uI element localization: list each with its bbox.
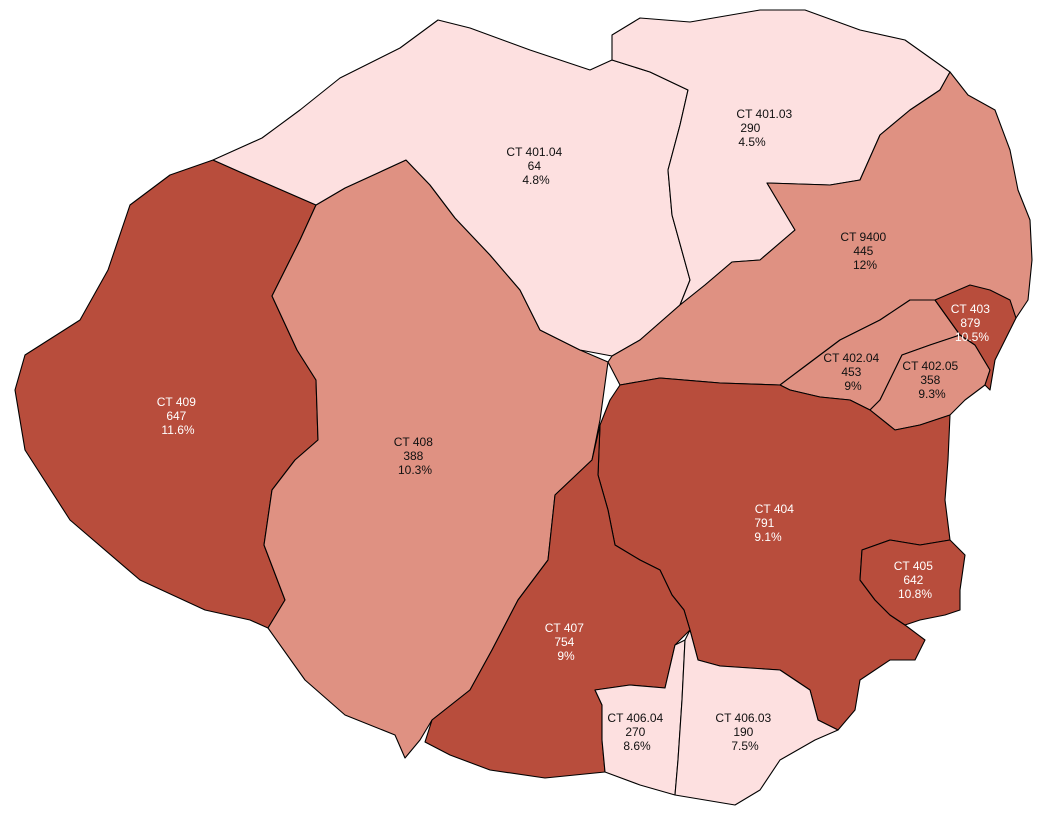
tract-label-406-03: CT 406.03 190 7.5% <box>715 711 774 753</box>
tract-label-409: CT 409 647 11.6% <box>157 395 199 437</box>
tract-label-404: CT 404 791 9.1% <box>754 502 797 544</box>
tract-label-402-04: CT 402.04 453 9% <box>823 351 882 393</box>
tract-label-405: CT 405 642 10.8% <box>894 559 936 601</box>
tract-label-407: CT 407 754 9% <box>545 621 587 663</box>
tract-label-401-03: CT 401.03 290 4.5% <box>736 107 795 149</box>
tract-406-03[interactable] <box>674 629 839 806</box>
tract-label-9400: CT 9400 445 12% <box>840 230 889 272</box>
tract-label-408: CT 408 388 10.3% <box>394 435 436 477</box>
tract-label-403: CT 403 879 10.5% <box>951 302 993 344</box>
tract-405[interactable] <box>859 539 966 626</box>
tract-labels: CT 409 647 11.6% CT 408 388 10.3% CT 401… <box>157 107 993 753</box>
tract-label-402-05: CT 402.05 358 9.3% <box>902 359 961 401</box>
tract-label-401-04: CT 401.04 64 4.8% <box>506 145 565 187</box>
tract-label-406-04: CT 406.04 270 8.6% <box>607 711 666 753</box>
tract-403[interactable] <box>934 284 1017 391</box>
